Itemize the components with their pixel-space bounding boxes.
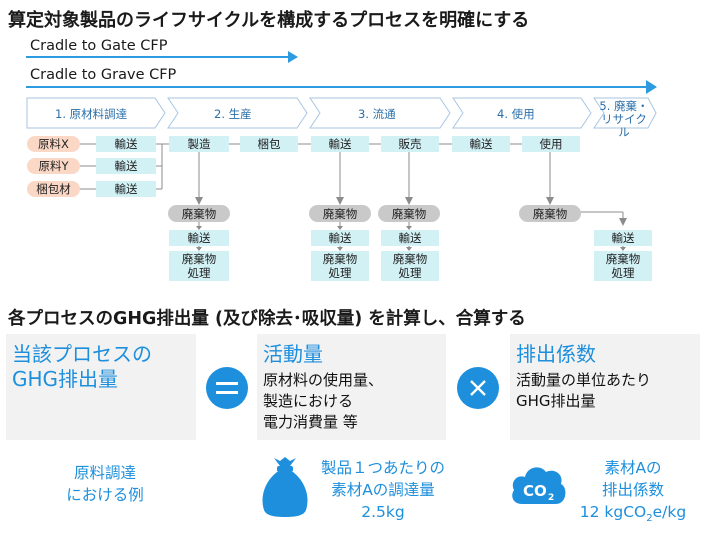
process-use-transport: 輸送: [452, 136, 510, 152]
example-factor: 素材Aの 排出係数 12 kgCO2e/kg: [560, 457, 706, 530]
stage-chevron-3: [309, 97, 451, 129]
process-use: 使用: [522, 136, 580, 152]
equals-icon: [206, 367, 248, 409]
waste-treatment-line2: 処理: [187, 266, 211, 280]
material-y: 原料Y: [27, 158, 80, 174]
waste-transport-sales: 輸送: [381, 230, 439, 246]
activity-body-line2: 製造における: [263, 392, 354, 410]
stage-label-4: 4. 使用: [497, 107, 535, 121]
waste-treatment-distribution: 廃棄物 処理: [311, 251, 369, 281]
activity-panel: 活動量 原材料の使用量、 製造における 電力消費量 等: [257, 334, 446, 440]
stage-label-3: 3. 流通: [358, 107, 396, 121]
activity-body-line3: 電力消費量 等: [263, 413, 358, 431]
emission-panel: 当該プロセスの GHG排出量: [6, 334, 196, 440]
example-label-line2: における例: [66, 486, 144, 504]
lifecycle-diagram: [26, 51, 657, 251]
waste-transport-eol: 輸送: [594, 230, 652, 246]
factor-body-line2: GHG排出量: [516, 392, 596, 410]
waste-use: 廃棄物: [519, 205, 581, 222]
cradle-to-grave-arrow: [26, 80, 657, 94]
material-transport-2: 輸送: [96, 158, 156, 174]
stage-chevron-5: [593, 97, 657, 129]
cradle-to-gate-label: Cradle to Gate CFP: [30, 38, 168, 54]
material-transport-1: 輸送: [96, 136, 156, 152]
waste-treatment-line2: 処理: [611, 266, 635, 280]
stage-label-1: 1. 原材料調達: [55, 107, 128, 121]
co2-icon-sub: 2: [548, 493, 554, 503]
factor-panel: 排出係数 活動量の単位あたり GHG排出量: [510, 334, 700, 440]
waste-treatment-line1: 廃棄物: [181, 252, 217, 266]
waste-transport-distribution: 輸送: [311, 230, 369, 246]
factor-body-line1: 活動量の単位あたり: [516, 371, 652, 389]
emission-title-line2: GHG排出量: [12, 367, 119, 391]
equals-glyph: [216, 382, 238, 394]
example-factor-value-line: 12 kgCO2e/kg: [560, 501, 706, 530]
page-title: 算定対象製品のライフサイクルを構成するプロセスを明確にする: [8, 10, 530, 31]
stage-label-5-line2: リサイクル: [601, 112, 647, 139]
example-activity-line2: 素材Aの調達量: [331, 481, 435, 499]
section-title-calculation: 各プロセスのGHG排出量 (及び除去･吸収量) を計算し、合算する: [8, 309, 526, 329]
stage-label-5: 5. 廃棄・ リサイクル: [598, 100, 650, 139]
example-factor-line2: 排出係数: [601, 481, 664, 499]
factor-title: 排出係数: [516, 342, 596, 366]
example-activity-line1: 製品１つあたりの: [320, 459, 445, 477]
waste-treatment-sales: 廃棄物 処理: [381, 251, 439, 281]
material-transport-3: 輸送: [96, 181, 156, 197]
waste-transport-production: 輸送: [169, 230, 229, 246]
waste-treatment-line1: 廃棄物: [322, 252, 358, 266]
stage-label-5-line1: 5. 廃棄・: [599, 99, 649, 113]
example-factor-sub: 2: [646, 513, 653, 525]
waste-treatment-line2: 処理: [398, 266, 422, 280]
waste-treatment-line1: 廃棄物: [392, 252, 428, 266]
cradle-to-gate-arrow: [26, 51, 298, 63]
waste-sales: 廃棄物: [378, 205, 440, 222]
example-factor-line1: 素材Aの: [604, 459, 662, 477]
material-x: 原料X: [27, 136, 80, 152]
waste-treatment-line1: 廃棄物: [605, 252, 641, 266]
emission-title-line1: 当該プロセスの: [12, 342, 152, 366]
waste-treatment-production: 廃棄物 処理: [169, 251, 229, 281]
process-distribution-transport: 輸送: [311, 136, 369, 152]
activity-body-line1: 原材料の使用量、: [263, 371, 384, 389]
waste-distribution-transport: 廃棄物: [309, 205, 371, 222]
process-packaging: 梱包: [240, 136, 298, 152]
co2-icon-text: CO: [523, 482, 547, 500]
process-sales: 販売: [381, 136, 439, 152]
example-activity-line3: 2.5kg: [361, 503, 405, 521]
example-activity: 製品１つあたりの 素材Aの調達量 2.5kg: [308, 457, 458, 523]
example-factor-value: 12 kgCO: [579, 503, 647, 521]
material-packaging: 梱包材: [27, 181, 80, 197]
waste-treatment-line2: 処理: [328, 266, 352, 280]
stage-chevron-1: [26, 97, 166, 129]
material-bag-icon: [262, 457, 308, 517]
stage-chevron-2: [167, 97, 308, 129]
multiply-glyph: [470, 380, 486, 396]
waste-treatment-eol: 廃棄物 処理: [594, 251, 652, 281]
activity-title: 活動量: [263, 342, 323, 366]
cradle-to-grave-label: Cradle to Grave CFP: [30, 67, 177, 83]
example-label-line1: 原料調達: [73, 464, 136, 482]
stage-label-2: 2. 生産: [214, 107, 252, 121]
process-manufacturing: 製造: [169, 136, 229, 152]
multiply-icon: [457, 367, 499, 409]
waste-production: 廃棄物: [168, 205, 230, 222]
example-factor-unit: e/kg: [652, 503, 687, 521]
stage-chevron-4: [452, 97, 592, 129]
co2-cloud-icon: CO 2: [512, 467, 566, 504]
example-label: 原料調達 における例: [40, 462, 170, 506]
